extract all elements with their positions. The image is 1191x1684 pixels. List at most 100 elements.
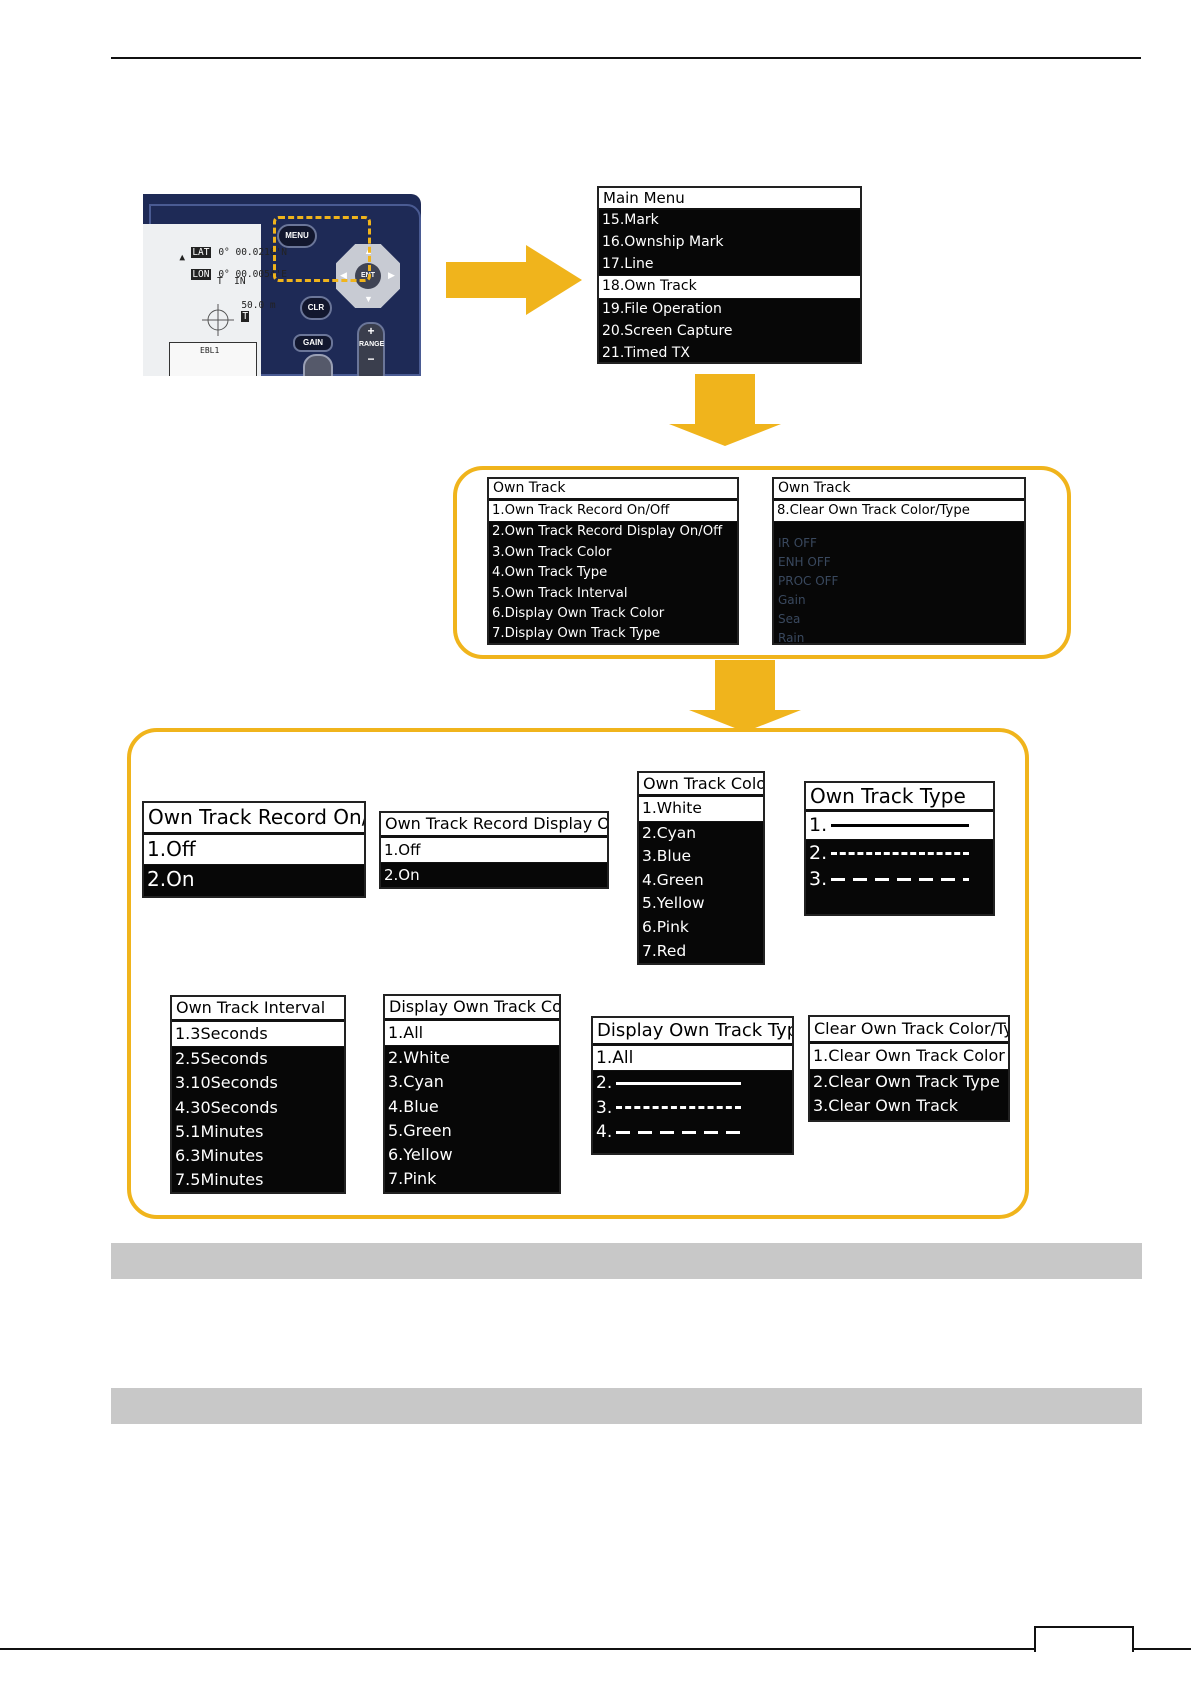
background-menu-text: Gain: [778, 593, 806, 607]
menu-item-label: 2.Own Track Record Display On/Off: [492, 524, 723, 540]
menu-title: Own Track Record Display On/Off: [381, 813, 607, 837]
gain-knob[interactable]: [303, 354, 333, 376]
menu-item[interactable]: 6.Yellow: [385, 1143, 559, 1167]
menu-item[interactable]: 1.: [806, 811, 993, 840]
menu-item[interactable]: 18.Own Track: [599, 275, 860, 300]
menu-item[interactable]: 6.3Minutes: [172, 1144, 344, 1168]
menu-title: Display Own Track Color: [385, 996, 559, 1020]
menu-item[interactable]: 2.Cyan: [639, 822, 763, 846]
menu-item[interactable]: 7.Pink: [385, 1167, 559, 1191]
menu-item-label: 6.3Minutes: [175, 1146, 264, 1166]
menu-item[interactable]: 20.Screen Capture: [599, 321, 860, 343]
menu-item-label: 7.Pink: [388, 1169, 437, 1189]
menu-item[interactable]: 8.Clear Own Track Color/Type: [774, 500, 1024, 523]
menu-item[interactable]: 16.Ownship Mark: [599, 232, 860, 254]
menu-item[interactable]: 2.On: [144, 865, 364, 894]
menu-item[interactable]: 5.Own Track Interval: [489, 584, 737, 604]
menu-item-label: 2.: [809, 841, 828, 864]
menu-item[interactable]: 1.All: [593, 1045, 792, 1072]
right-arrow-icon[interactable]: ▶: [388, 270, 395, 280]
left-arrow-icon[interactable]: ◀: [340, 270, 347, 280]
menu-item[interactable]: 2.: [806, 840, 993, 867]
arrow-down-icon-1: [669, 424, 781, 446]
menu-item[interactable]: 7.5Minutes: [172, 1168, 344, 1192]
menu-item-label: 16.Ownship Mark: [602, 233, 724, 250]
menu-item[interactable]: 17.Line: [599, 254, 860, 276]
arrow-down-shaft-1: [695, 374, 755, 424]
menu-item[interactable]: 2.Own Track Record Display On/Off: [489, 522, 737, 542]
menu-item[interactable]: 7.Display Own Track Type: [489, 624, 737, 643]
menu-item[interactable]: 2.: [593, 1071, 792, 1095]
menu-item-label: 3.Own Track Color: [492, 544, 612, 560]
background-menu-text: Rain: [778, 631, 805, 645]
range-text: 50.0 m: [241, 300, 276, 311]
menu-title: Own Track Record On/Off: [144, 803, 364, 834]
menu-item-label: 2.White: [388, 1048, 450, 1068]
menu-item[interactable]: 4.Blue: [385, 1095, 559, 1119]
menu-item-label: 2.On: [147, 867, 195, 891]
lon-value: 0° 00.0054'E: [218, 269, 287, 280]
menu-item-label: 3.Clear Own Track: [813, 1096, 958, 1115]
menu-item[interactable]: 5.Green: [385, 1119, 559, 1143]
menu-button-highlight: [273, 216, 371, 282]
menu-item[interactable]: 1.Off: [144, 834, 364, 865]
menu-item[interactable]: 15.Mark: [599, 210, 860, 232]
menu-item[interactable]: 1.Own Track Record On/Off: [489, 500, 737, 523]
arrow-down-icon-2: [689, 710, 801, 732]
menu-item[interactable]: 3.: [806, 866, 993, 893]
menu-item[interactable]: 1.All: [385, 1020, 559, 1047]
menu-title: Own Track Type: [806, 783, 993, 811]
menu-title: Clear Own Track Color/Type: [810, 1017, 1008, 1043]
menu-item-label: 5.Own Track Interval: [492, 585, 628, 601]
menu-item-label: 5.Green: [388, 1120, 452, 1140]
menu-item-label: 4.30Seconds: [175, 1097, 278, 1117]
menu-item[interactable]: 4.Green: [639, 869, 763, 893]
menu-item[interactable]: 4.: [593, 1120, 792, 1144]
menu-item[interactable]: 3.Blue: [639, 845, 763, 869]
menu-item[interactable]: 19.File Operation: [599, 299, 860, 321]
menu-item-label: 3.: [809, 868, 828, 890]
display-color-menu: Display Own Track Color1.All2.White3.Cya…: [383, 994, 561, 1194]
menu-item[interactable]: 1.White: [639, 796, 763, 822]
menu-item[interactable]: 1.Clear Own Track Color: [810, 1043, 1008, 1070]
menu-item[interactable]: 4.Own Track Type: [489, 563, 737, 583]
menu-title: Own Track Color: [639, 773, 763, 796]
menu-item-label: 2.Clear Own Track Type: [813, 1071, 1000, 1091]
menu-item[interactable]: 2.5Seconds: [172, 1047, 344, 1071]
clr-button[interactable]: CLR: [300, 296, 332, 320]
menu-item[interactable]: 3.: [593, 1096, 792, 1120]
menu-item[interactable]: 6.Display Own Track Color: [489, 604, 737, 624]
lat-value: 0° 00.0216'N: [218, 247, 287, 258]
menu-item[interactable]: 3.10Seconds: [172, 1071, 344, 1095]
menu-item[interactable]: 2.On: [381, 863, 607, 887]
menu-item[interactable]: 5.Yellow: [639, 892, 763, 916]
menu-item[interactable]: 3.Cyan: [385, 1070, 559, 1094]
menu-item[interactable]: 1.Off: [381, 837, 607, 863]
menu-item[interactable]: 4.30Seconds: [172, 1096, 344, 1120]
menu-item[interactable]: 21.Timed TX: [599, 343, 860, 362]
section-bar-2: [111, 1388, 1142, 1424]
menu-item[interactable]: 7.Red: [639, 940, 763, 963]
menu-item[interactable]: 3.Own Track Color: [489, 543, 737, 563]
range-badge: T: [241, 311, 250, 322]
solid-line-sample: [616, 1081, 742, 1085]
down-arrow-icon[interactable]: ▼: [364, 294, 373, 304]
range-rocker[interactable]: + RANGE −: [357, 322, 385, 376]
menu-item[interactable]: 1.3Seconds: [172, 1021, 344, 1048]
menu-item-label: 7.5Minutes: [175, 1170, 264, 1190]
menu-item-label: 7.Display Own Track Type: [492, 626, 661, 642]
menu-item[interactable]: 2.Clear Own Track Type: [810, 1070, 1008, 1095]
menu-item-label: 4.Blue: [388, 1096, 439, 1116]
menu-item[interactable]: 3.Clear Own Track: [810, 1094, 1008, 1119]
ebl-box: EBL1: [169, 342, 257, 376]
menu-item[interactable]: 2.White: [385, 1046, 559, 1070]
gain-button[interactable]: GAIN: [293, 334, 333, 352]
menu-item[interactable]: 6.Pink: [639, 916, 763, 940]
menu-button[interactable]: MENU: [277, 224, 317, 248]
menu-item[interactable]: 5.1Minutes: [172, 1120, 344, 1144]
